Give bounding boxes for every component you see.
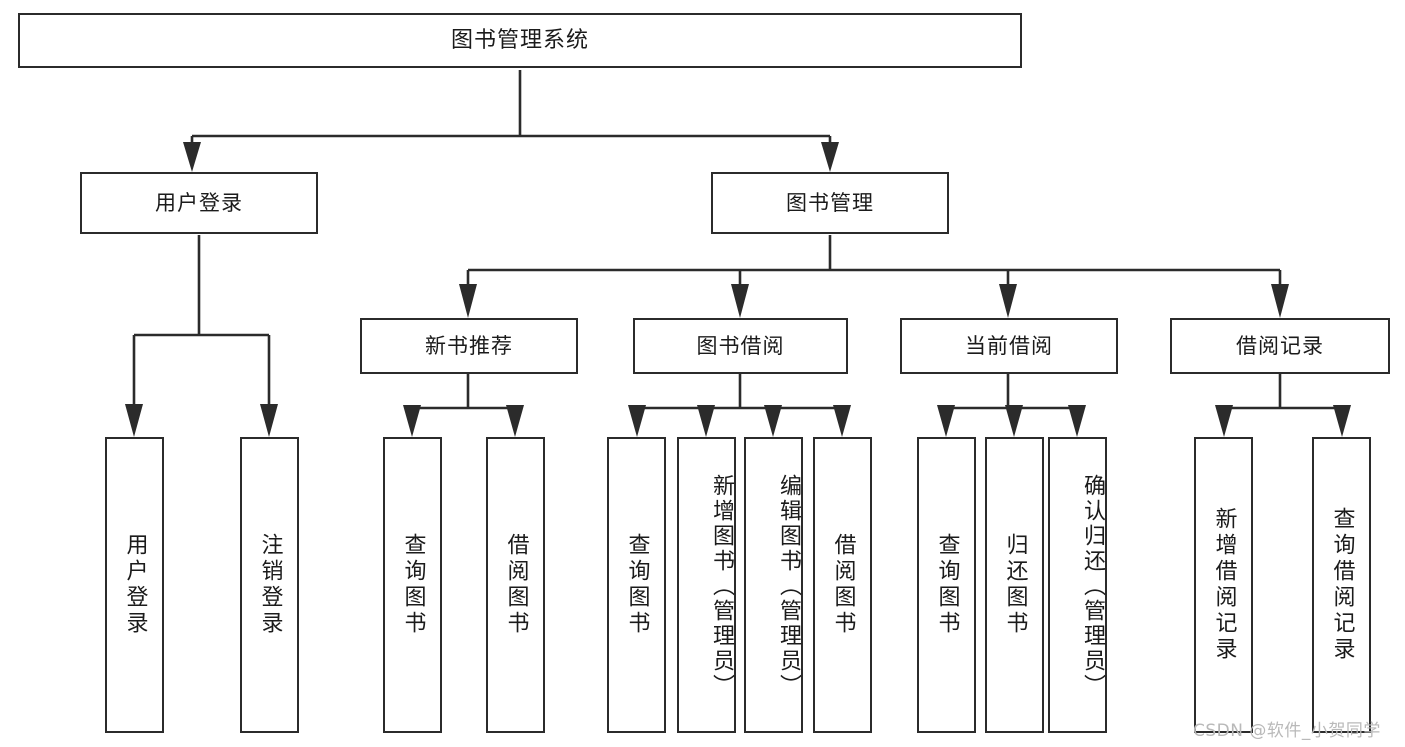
node-label: 查询借阅记录 [1329, 507, 1355, 663]
node-label: 注销登录 [257, 533, 283, 637]
node-leaf-query-borrow-record[interactable]: 查询借阅记录 [1312, 437, 1371, 733]
node-user-login[interactable]: 用户登录 [80, 172, 318, 234]
node-label: 用户登录 [155, 190, 243, 215]
node-leaf-borrow-book[interactable]: 借阅图书 [813, 437, 872, 733]
node-label: 图书管理 [786, 190, 874, 215]
node-leaf-borrow-book-recommend[interactable]: 借阅图书 [486, 437, 545, 733]
node-label: 查询图书 [934, 533, 960, 637]
node-leaf-return-book[interactable]: 归还图书 [985, 437, 1044, 733]
node-leaf-user-login[interactable]: 用户登录 [105, 437, 164, 733]
node-label: 借阅记录 [1236, 333, 1324, 358]
node-label: 借阅图书 [503, 533, 529, 637]
node-label: 新增借阅记录 [1211, 507, 1237, 663]
node-leaf-confirm-return-admin[interactable]: 确认归还（管理员） [1048, 437, 1107, 733]
node-label: 确认归还（管理员） [1080, 473, 1105, 699]
node-book-management[interactable]: 图书管理 [711, 172, 949, 234]
node-label: 用户登录 [122, 533, 148, 637]
node-leaf-logout[interactable]: 注销登录 [240, 437, 299, 733]
node-leaf-add-book-admin[interactable]: 新增图书（管理员） [677, 437, 736, 733]
node-label: 借阅图书 [830, 533, 856, 637]
node-current-borrow[interactable]: 当前借阅 [900, 318, 1118, 374]
node-leaf-edit-book-admin[interactable]: 编辑图书（管理员） [744, 437, 803, 733]
node-label: 图书借阅 [696, 333, 785, 358]
node-label: 新增图书（管理员） [709, 473, 734, 699]
node-leaf-add-borrow-record[interactable]: 新增借阅记录 [1194, 437, 1253, 733]
node-label: 新书推荐 [425, 333, 513, 358]
node-label: 图书管理系统 [450, 27, 589, 53]
node-leaf-query-book-recommend[interactable]: 查询图书 [383, 437, 442, 733]
node-book-borrow[interactable]: 图书借阅 [633, 318, 848, 374]
node-leaf-query-book-borrow[interactable]: 查询图书 [607, 437, 666, 733]
node-label: 归还图书 [1002, 533, 1028, 637]
node-label: 查询图书 [400, 533, 426, 637]
node-leaf-query-book-current[interactable]: 查询图书 [917, 437, 976, 733]
node-label: 编辑图书（管理员） [776, 473, 801, 699]
node-label: 查询图书 [624, 533, 650, 637]
node-root-book-management-system[interactable]: 图书管理系统 [18, 13, 1022, 68]
node-new-book-recommend[interactable]: 新书推荐 [360, 318, 578, 374]
node-label: 当前借阅 [965, 333, 1053, 358]
node-borrow-record[interactable]: 借阅记录 [1170, 318, 1390, 374]
